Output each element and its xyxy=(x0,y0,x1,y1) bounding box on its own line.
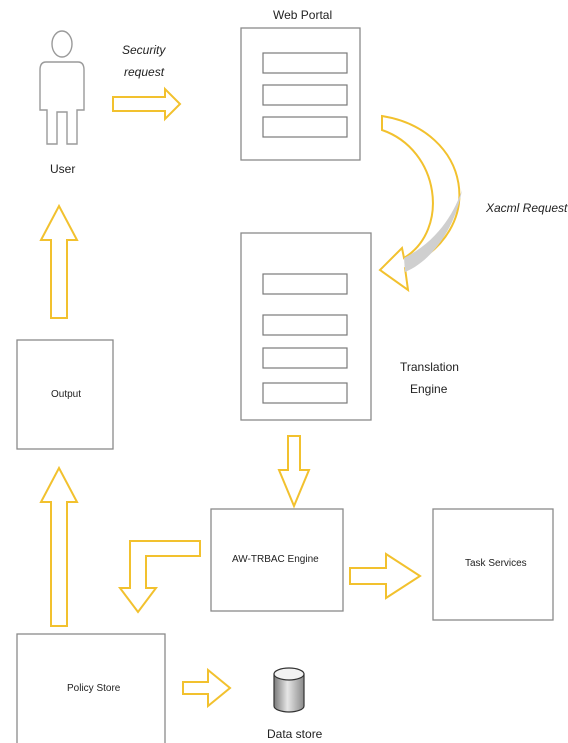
aw-trbac-engine-label: AW-TRBAC Engine xyxy=(232,554,319,565)
translation-engine-label-line2: Engine xyxy=(410,382,448,396)
security-request-label-line2: request xyxy=(124,65,165,79)
output-label: Output xyxy=(51,389,82,400)
task-services-box xyxy=(432,508,554,621)
translation-engine-box xyxy=(240,232,372,421)
policy-to-datastore-arrow xyxy=(182,667,232,709)
aw-trbac-engine-box xyxy=(210,508,344,612)
user-label: User xyxy=(50,162,76,176)
translation-engine-label-line1: Translation xyxy=(400,360,459,374)
translation-to-engine-arrow xyxy=(277,435,311,509)
web-portal-box xyxy=(240,27,361,161)
data-store-label: Data store xyxy=(267,727,323,741)
database-cylinder-icon xyxy=(273,667,305,713)
policy-store-box xyxy=(16,633,166,743)
policy-store-label: Policy Store xyxy=(67,683,121,694)
security-request-label-line1: Security xyxy=(122,43,166,57)
output-to-user-arrow xyxy=(39,203,79,319)
person-icon xyxy=(39,30,85,145)
xacml-request-arrow xyxy=(378,114,462,293)
policy-to-output-arrow xyxy=(39,465,79,627)
task-services-label: Task Services xyxy=(465,558,527,569)
security-request-arrow xyxy=(112,86,182,122)
xacml-request-label: Xacml Request xyxy=(486,201,568,215)
output-box xyxy=(16,339,114,450)
engine-to-task-arrow xyxy=(349,552,422,600)
web-portal-label: Web Portal xyxy=(273,8,333,22)
engine-to-policy-arrow xyxy=(118,540,201,614)
